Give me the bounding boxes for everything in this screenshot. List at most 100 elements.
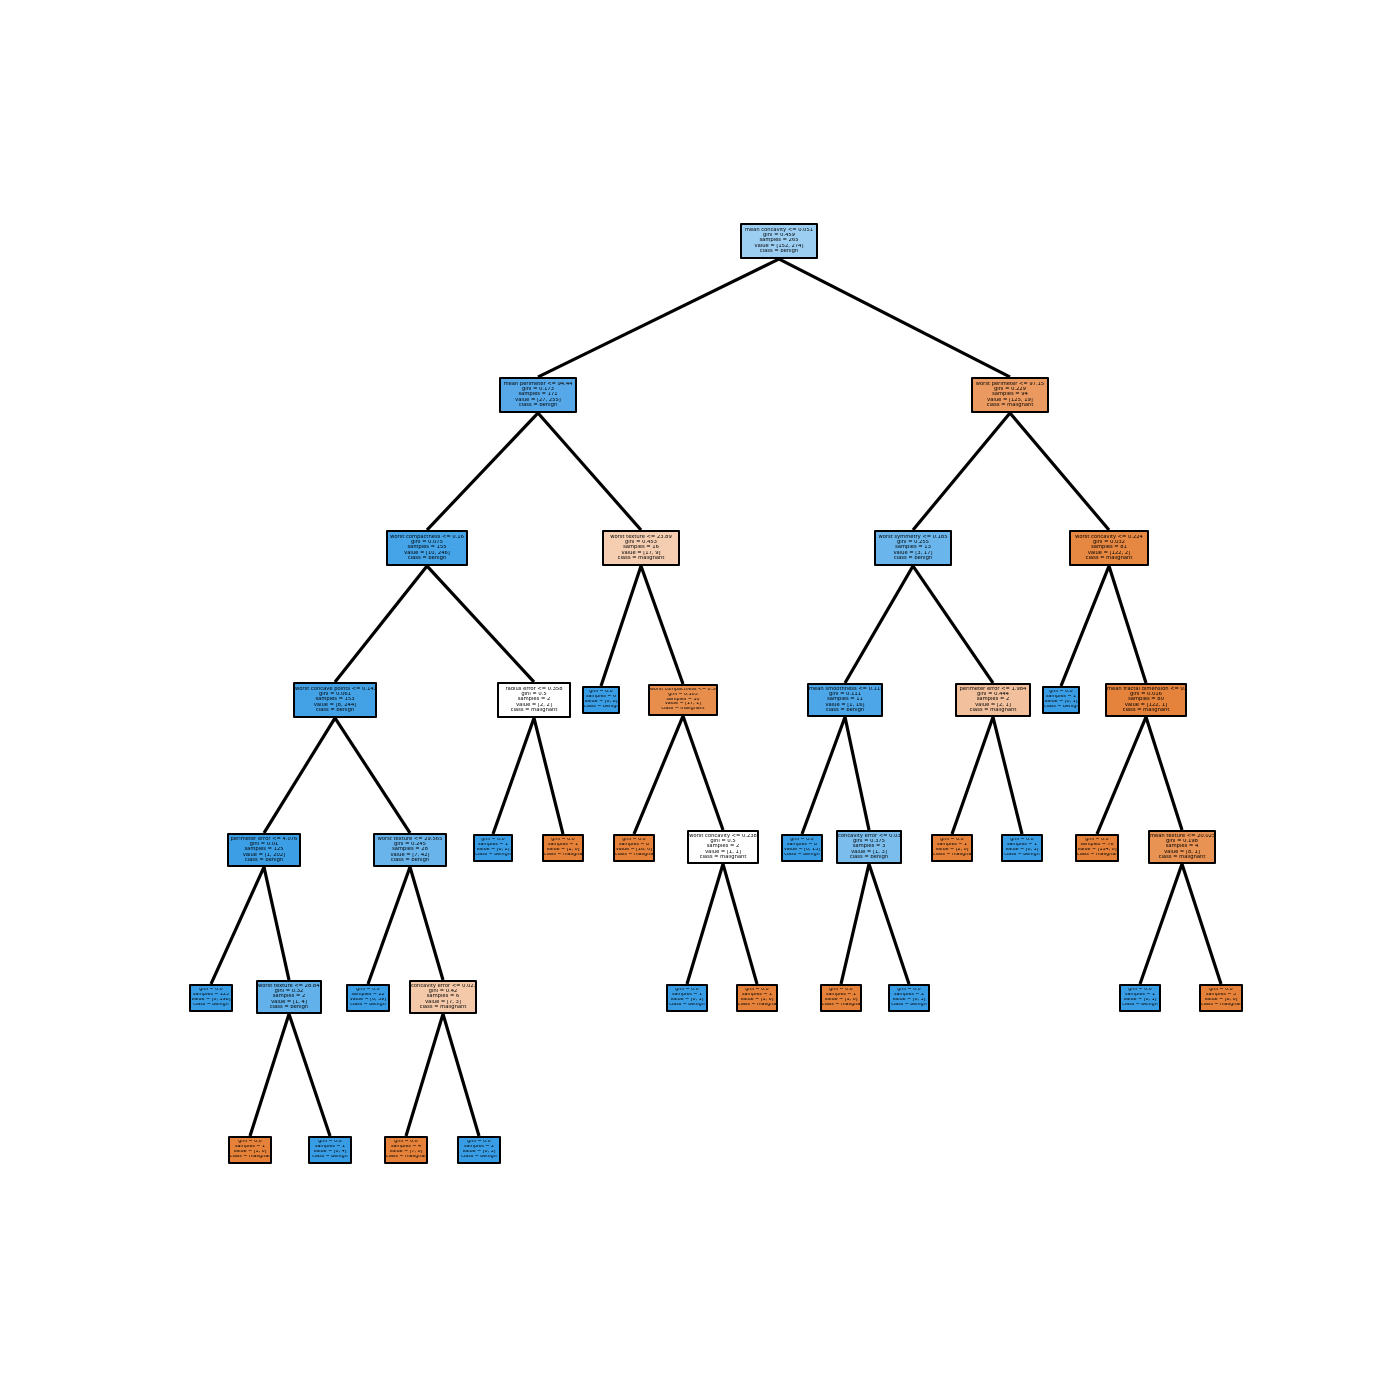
- node-text-line: gini = 0.245: [394, 842, 426, 848]
- node-text-line: samples = 2: [706, 844, 740, 850]
- node-text-line: value = [2, 2]: [516, 702, 552, 708]
- node-text-line: samples = 1: [1124, 993, 1156, 998]
- node-text-line: samples = 8: [786, 843, 818, 848]
- node-text-line: value = [122, 2]: [1087, 550, 1131, 556]
- decision-node: mean fractal dimension <= 0.071gini = 0.…: [1105, 683, 1187, 717]
- node-text-line: mean concavity <= 0.051: [744, 227, 814, 233]
- node-text-line: gini = 0.459: [763, 233, 795, 239]
- tree-edge: [721, 863, 759, 985]
- node-text-line: gini = 0.42: [428, 989, 458, 995]
- node-text-line: value = [0, 198]: [191, 998, 231, 1002]
- node-text-line: worst texture <= 29.565: [377, 836, 443, 842]
- tree-edge: [537, 257, 780, 379]
- node-text-line: value = [1, 1]: [705, 849, 741, 855]
- node-text-line: gini = 0.0: [589, 690, 613, 695]
- node-text-line: value = [114, 0]: [1077, 848, 1117, 852]
- node-text-line: samples = 10: [666, 697, 700, 702]
- node-text-line: class = benign: [407, 555, 447, 561]
- node-text-line: value = [7, 3]: [425, 999, 461, 1005]
- node-text-line: value = [0, 3]: [462, 1150, 496, 1154]
- node-text-line: value = [152, 274]: [754, 243, 804, 249]
- node-text-line: class = malignant: [230, 1154, 270, 1159]
- node-text-line: class = malignant: [1077, 852, 1117, 857]
- node-text-line: samples = 3: [1205, 993, 1237, 998]
- node-text-line: samples = 1: [741, 993, 773, 998]
- node-text-line: gini = 0.0: [675, 988, 699, 993]
- tree-edge: [408, 866, 445, 981]
- node-text-line: gini = 0.0: [1085, 838, 1109, 843]
- node-text-line: class = benign: [315, 707, 355, 713]
- node-text-line: value = [0, 1]: [1005, 848, 1039, 852]
- node-text-line: gini = 0.444: [977, 692, 1009, 698]
- tree-edge: [991, 716, 1024, 835]
- tree-edge: [262, 866, 291, 981]
- node-text-line: class = malignant: [738, 1002, 776, 1007]
- tree-edge: [491, 717, 536, 835]
- node-text-line: class = benign: [584, 704, 618, 709]
- tree-edge: [911, 565, 995, 684]
- node-text-line: class = benign: [784, 852, 820, 857]
- node-text-line: value = [8, 244]: [313, 702, 357, 708]
- node-text-line: gini = 0.173: [522, 387, 554, 393]
- tree-edge: [287, 1013, 332, 1137]
- node-text-line: samples = 1: [825, 993, 857, 998]
- node-text-line: gini = 0.0: [199, 988, 223, 993]
- node-text-line: samples = 1: [1045, 695, 1077, 700]
- node-text-line: class = malignant: [510, 707, 558, 713]
- node-text-line: gini = 0.0: [481, 838, 505, 843]
- tree-edge: [1008, 411, 1111, 532]
- tree-edge: [911, 411, 1012, 532]
- node-text-line: class = benign: [390, 857, 430, 863]
- tree-edge: [209, 866, 266, 985]
- node-text-line: class = malignant: [699, 854, 747, 860]
- node-text-line: gini = 0.0: [829, 988, 853, 993]
- tree-edge: [333, 717, 412, 834]
- node-text-line: value = [122, 1]: [1124, 702, 1168, 708]
- node-text-line: mean perimeter <= 94.44: [503, 381, 573, 387]
- node-text-line: value = [8, 1]: [1164, 849, 1200, 855]
- node-text-line: value = [0, 4]: [313, 1150, 347, 1154]
- node-text-line: class = benign: [244, 857, 284, 863]
- tree-edge: [425, 564, 536, 684]
- node-text-line: samples = 2: [893, 993, 925, 998]
- node-text-line: value = [7, 42]: [390, 852, 430, 858]
- node-text-line: samples = 94: [992, 392, 1028, 398]
- node-text-line: worst concavity <= 0.238: [689, 833, 757, 839]
- node-text-line: samples = 80: [1128, 697, 1164, 703]
- node-text-line: samples = 81: [1091, 545, 1127, 551]
- tree-edge: [639, 565, 685, 685]
- tree-edge: [404, 1013, 445, 1137]
- node-text-line: value = [0, 13]: [783, 848, 821, 852]
- node-text-line: samples = 1: [477, 843, 509, 848]
- node-text-line: gini = 0.061: [319, 692, 351, 698]
- node-text-line: samples = 123: [192, 993, 230, 998]
- node-text-line: gini = 0.0: [318, 1140, 342, 1145]
- node-text-line: value = [0, 3]: [892, 998, 926, 1002]
- node-text-line: gini = 0.0: [467, 1140, 491, 1145]
- node-text-line: value = [17, 9]: [621, 550, 661, 556]
- node-text-line: gini = 0.0: [897, 988, 921, 993]
- node-text-line: class = benign: [759, 248, 799, 254]
- node-text-line: class = malignant: [386, 1154, 426, 1159]
- node-text-line: gini = 0.453: [625, 540, 657, 546]
- node-text-line: value = [1, 0]: [233, 1150, 267, 1154]
- node-text-line: samples = 16: [623, 545, 659, 551]
- node-text-line: value = [1, 4]: [271, 999, 307, 1005]
- node-text-line: gini = 0.01: [249, 842, 279, 848]
- tree-edge: [685, 863, 725, 985]
- node-text-line: gini = 0.075: [411, 540, 443, 546]
- node-text-line: class = malignant: [1158, 854, 1206, 860]
